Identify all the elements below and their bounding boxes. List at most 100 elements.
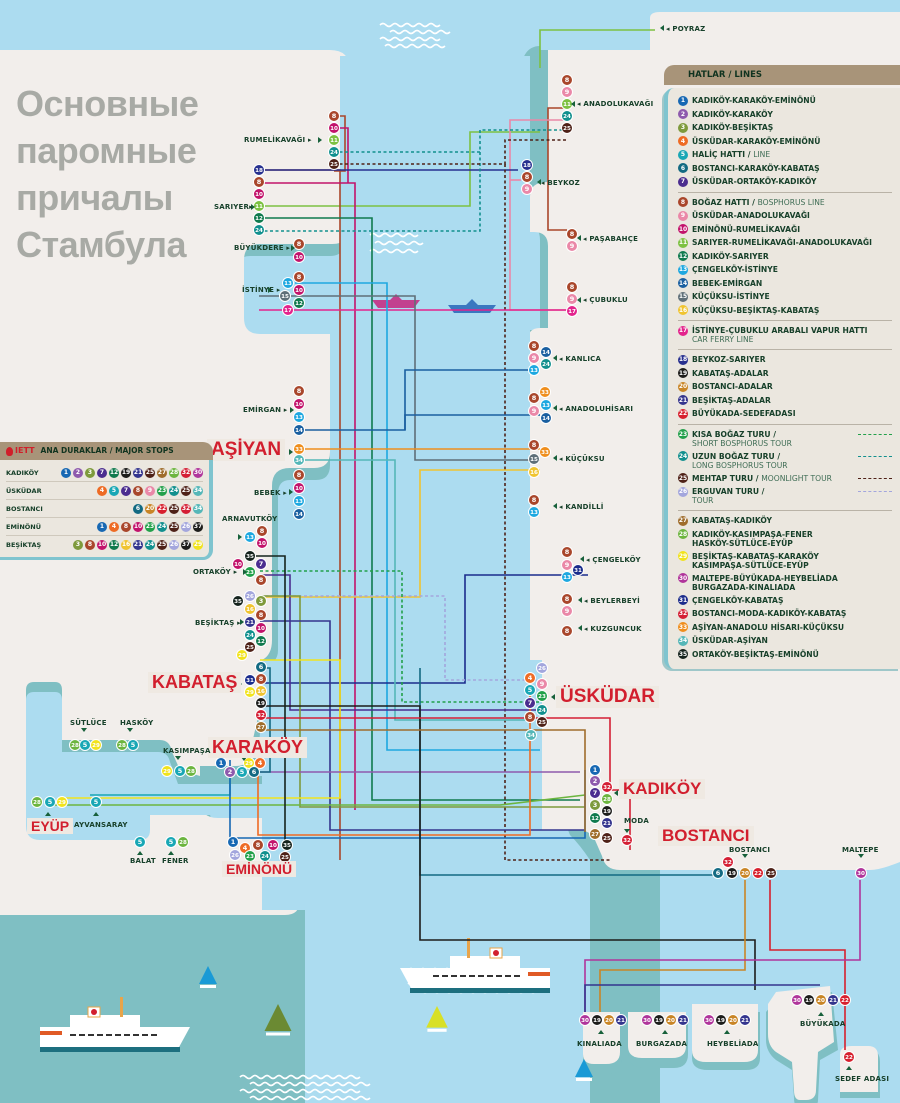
badge-number: 4 <box>258 759 263 767</box>
stop-badge-19: 19 <box>715 1014 727 1026</box>
stop-marker-icon <box>553 355 557 361</box>
badge-circle <box>244 686 256 698</box>
iett-logo: IETT <box>6 442 35 460</box>
badge-number: 25 <box>767 871 775 877</box>
route-line-11 <box>539 29 655 68</box>
line-badge-19: 19 <box>121 467 131 478</box>
badge-circle <box>244 550 256 562</box>
badge-number: 19 <box>257 701 265 707</box>
stop-label-buyukada: BÜYÜKADA <box>800 1020 846 1028</box>
route-line-10 <box>259 182 356 810</box>
dashed-line-sample <box>858 433 892 435</box>
badge-number: 9 <box>540 680 545 688</box>
badge-number: 24 <box>246 633 254 639</box>
badge-number: 9 <box>565 607 570 615</box>
stop-badge-30: 30 <box>791 994 803 1006</box>
legend-item-label: KADIKÖY-SARIYER <box>692 251 769 261</box>
line-badge-33: 33 <box>678 622 688 632</box>
badge-number: 27 <box>257 725 265 731</box>
badge-number: 28 <box>179 840 187 846</box>
route-line-20 <box>599 880 746 1012</box>
stop-badge-30: 30 <box>855 867 867 879</box>
stop-badge-14: 14 <box>540 346 552 358</box>
badge-circle <box>248 766 260 778</box>
stop-badge-20: 20 <box>739 867 751 879</box>
badge-number: 31 <box>574 568 582 574</box>
badge-number: 8 <box>570 283 575 291</box>
badge-circle <box>524 672 536 684</box>
stop-badge-11: 11 <box>561 98 573 110</box>
line-badge-32: 32 <box>181 467 191 478</box>
badge-circle <box>524 697 536 709</box>
badge-number: 23 <box>246 570 254 576</box>
badge-circle <box>601 817 613 829</box>
stop-badge-32: 32 <box>601 781 613 793</box>
sailboat-icon <box>575 1059 593 1081</box>
line-badge-23: 23 <box>145 521 155 532</box>
badge-number: 25 <box>538 720 546 726</box>
badge-number: 1 <box>231 838 236 846</box>
stop-badge-10: 10 <box>232 558 244 570</box>
stop-marker-icon <box>598 1030 604 1034</box>
badge-number: 30 <box>793 998 801 1004</box>
line-badge-37: 37 <box>181 539 191 550</box>
badge-number: 4 <box>243 844 248 852</box>
stop-badge-33: 33 <box>293 443 305 455</box>
badge-circle <box>256 537 268 549</box>
line-badge-24: 24 <box>145 539 155 550</box>
badge-number: 35 <box>234 599 242 605</box>
badge-circle <box>561 571 573 583</box>
badge-number: 34 <box>527 733 535 739</box>
badge-circle <box>703 1014 715 1026</box>
line-badge-34: 34 <box>193 485 203 496</box>
legend-item-label: KABATAŞ-ADALAR <box>692 368 769 378</box>
line-badge-11: 11 <box>678 237 688 248</box>
badge-circle <box>185 765 197 777</box>
badge-number: 33 <box>295 447 303 453</box>
stop-label-sariyer: SARIYER▸ <box>214 203 253 211</box>
stop-badge-5: 5 <box>90 796 102 808</box>
boat-decorations <box>40 294 593 1081</box>
line-badge-25: 25 <box>678 473 688 483</box>
stop-label-rumelikavagi: RUMELİKAVAĞI ▸ <box>244 136 312 144</box>
line-badge-29: 29 <box>678 551 688 561</box>
legend-item-label: KÜÇÜKSU-İSTİNYE <box>692 292 770 301</box>
legend-divider <box>678 510 892 511</box>
badge-circle <box>589 812 601 824</box>
stop-badge-27: 27 <box>589 828 601 840</box>
badge-number: 22 <box>841 998 849 1004</box>
badge-number: 3 <box>259 597 264 605</box>
line-badge-1: 1 <box>678 95 688 106</box>
stop-badge-24: 24 <box>259 850 271 862</box>
stop-badge-25: 25 <box>328 158 340 170</box>
stop-badge-8: 8 <box>566 228 578 240</box>
badge-circle <box>566 293 578 305</box>
badge-circle <box>267 839 279 851</box>
badge-circle <box>328 122 340 134</box>
badge-number: 7 <box>259 560 264 568</box>
legend-item-label: ÜSKÜDAR-ORTAKÖY-KADIKÖY <box>692 177 817 186</box>
stop-badge-8: 8 <box>293 385 305 397</box>
badge-number: 5 <box>83 741 88 749</box>
stop-badge-8: 8 <box>521 171 533 183</box>
badge-circle <box>739 1014 751 1026</box>
badge-circle <box>539 386 551 398</box>
badge-circle <box>253 212 265 224</box>
dashed-line-sample <box>858 477 892 479</box>
stop-badge-20: 20 <box>815 994 827 1006</box>
badge-number: 11 <box>330 138 338 144</box>
stop-label-istinye: İSTİNYE ▸ <box>242 286 281 294</box>
stop-label-cubuklu: ◂ ÇUBUKLU <box>583 296 628 304</box>
badge-circle <box>722 856 734 868</box>
stop-badge-28: 28 <box>116 739 128 751</box>
badge-number: 15 <box>281 294 289 300</box>
badge-circle <box>244 641 256 653</box>
badge-number: 10 <box>255 192 263 198</box>
stop-marker-icon <box>553 405 557 411</box>
stop-badge-8: 8 <box>561 593 573 605</box>
badge-number: 33 <box>541 450 549 456</box>
